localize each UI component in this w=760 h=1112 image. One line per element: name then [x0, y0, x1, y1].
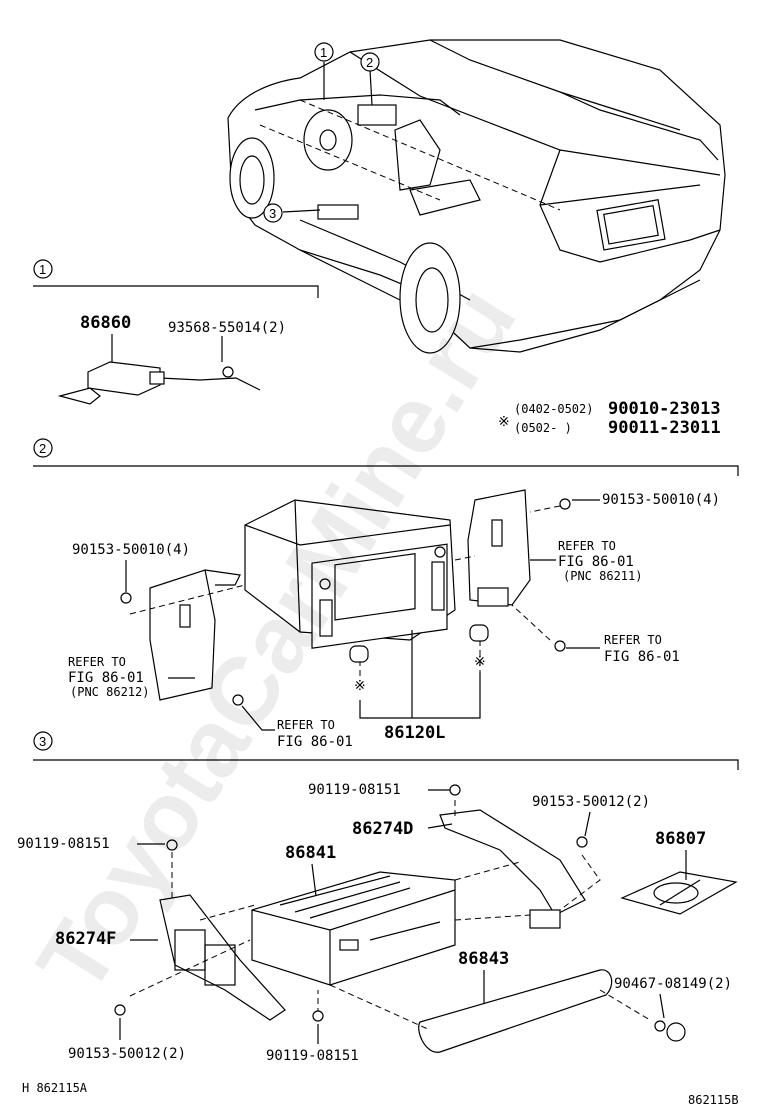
refer-right2-line1: REFER TO	[604, 633, 662, 647]
section-2: 2 90153-50010(4)	[33, 438, 739, 750]
part-86860-label: 86860	[80, 313, 131, 333]
screw-top-label: 90119-08151	[308, 782, 401, 798]
car-callout-3: 3	[269, 206, 276, 221]
note-row1-range: (0402-0502)	[514, 402, 593, 416]
refer-bottom-line2: FIG 86-01	[277, 734, 353, 750]
mark-right: ※	[474, 654, 486, 670]
refer-left1-line1: REFER TO	[68, 655, 126, 669]
note-row2-part: 90011-23011	[608, 418, 721, 438]
refer-bottom-line1: REFER TO	[277, 718, 335, 732]
section-1-number: 1	[39, 262, 46, 277]
section-2-number: 2	[39, 441, 46, 456]
note-mark: ※	[498, 414, 510, 430]
section-3: 3	[17, 731, 739, 1064]
screw-left-label: 90119-08151	[17, 836, 110, 852]
car-callout-2: 2	[366, 55, 373, 70]
refer-right1-line3: (PNC 86211)	[563, 569, 642, 583]
mark-left: ※	[354, 678, 366, 694]
clip-label: 90467-08149(2)	[614, 976, 732, 992]
refer-left1-line3: (PNC 86212)	[70, 685, 149, 699]
bracket-86274F-label: 86274F	[55, 929, 116, 949]
bolt-right-label: 90153-50010(4)	[602, 492, 720, 508]
date-note: ※ (0402-0502) 90010-23013 (0502- ) 90011…	[498, 399, 721, 438]
part-93568-label: 93568-55014(2)	[168, 320, 286, 336]
refer-right1-line2: FIG 86-01	[558, 554, 634, 570]
bracket-86274D-label: 86274D	[352, 819, 413, 839]
refer-left1-line2: FIG 86-01	[68, 670, 144, 686]
car-illustration: 1 2 3	[227, 39, 726, 354]
section-1: 1 86860 93568-55014(2)	[33, 259, 319, 405]
footer-left-code: H 862115A	[22, 1081, 88, 1095]
footer-right-code: 862115B	[688, 1093, 739, 1107]
refer-right2-line2: FIG 86-01	[604, 649, 680, 665]
refer-right1-line1: REFER TO	[558, 539, 616, 553]
note-row2-range: (0502- )	[514, 421, 572, 435]
bolt-top-label: 90153-50012(2)	[532, 794, 650, 810]
unit-86120L-label: 86120L	[384, 723, 445, 743]
note-row1-part: 90010-23013	[608, 399, 721, 419]
changer-86841-label: 86841	[285, 843, 336, 863]
bolt-left-label: 90153-50010(4)	[72, 542, 190, 558]
bolt-bottom-label: 90153-50012(2)	[68, 1046, 186, 1062]
cover-86843-label: 86843	[458, 949, 509, 969]
disc-86807-label: 86807	[655, 829, 706, 849]
car-callout-1: 1	[320, 45, 327, 60]
section-3-number: 3	[39, 734, 46, 749]
screw-bottom-label: 90119-08151	[266, 1048, 359, 1064]
